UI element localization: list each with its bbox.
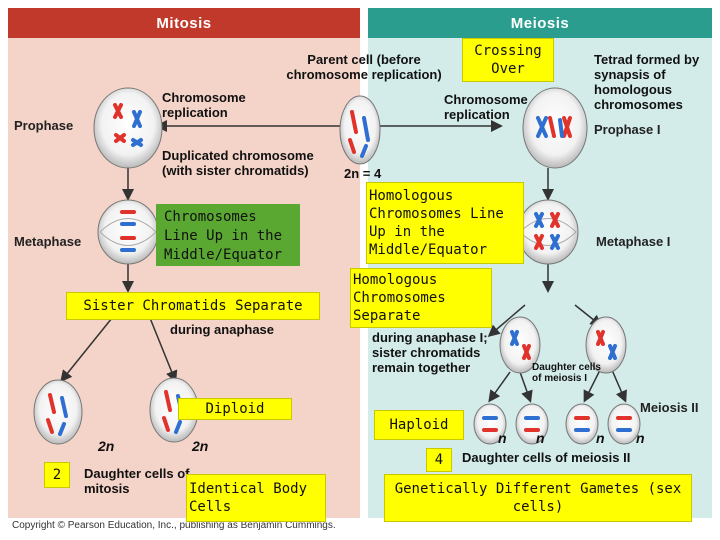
callout-homologous-line-up: Homologous Chromosomes Line Up in the Mi… [366, 182, 524, 264]
ploidy-daughter-1: 2n [98, 438, 115, 454]
parent-cell [339, 95, 381, 165]
during-anaphase-label: during anaphase [170, 322, 275, 337]
gamete-cell-3 [565, 403, 599, 445]
chromosome-replication-left-label: Chromosome replication [162, 90, 246, 120]
arrow-to-gamete-4 [611, 369, 627, 403]
arrow-to-daughter-1 [60, 317, 113, 383]
arrow-to-gamete-1 [488, 371, 511, 403]
stage-meiosis-ii: Meiosis II [640, 400, 699, 415]
tetrad-label: Tetrad formed by synapsis of homologous … [594, 52, 700, 112]
mitosis-prophase-cell [93, 87, 163, 169]
meiosis-i-daughter-cell-2 [585, 316, 627, 374]
copyright-notice: Copyright © Pearson Education, Inc., pub… [12, 520, 336, 531]
gamete-cell-2 [515, 403, 549, 445]
meiosis-i-daughter-cell-1 [499, 316, 541, 374]
meiosis-prophase-i-cell [522, 87, 588, 169]
meiosis-metaphase-i-cell [517, 199, 579, 265]
mitosis-daughter-cell-1 [33, 379, 83, 445]
ploidy-gamete-2: n [536, 430, 545, 446]
ploidy-parent-label: 2n = 4 [344, 166, 382, 181]
mitosis-metaphase-cell [97, 199, 159, 265]
parent-cell-label: Parent cell (before chromosome replicati… [286, 52, 442, 82]
callout-four: 4 [426, 448, 452, 472]
arrow-to-meiosis-i-cell-1 [487, 304, 526, 337]
ploidy-daughter-2: 2n [192, 438, 209, 454]
stage-prophase-i: Prophase I [594, 122, 661, 137]
meiosis-header: Meiosis [368, 8, 712, 38]
callout-haploid: Haploid [374, 410, 464, 440]
callout-diploid: Diploid [178, 398, 292, 420]
arrow-to-daughter-2 [149, 317, 178, 383]
gamete-cell-1 [473, 403, 507, 445]
anaphase-i-note-label: during anaphase I; sister chromatids rem… [372, 330, 488, 375]
daughter-cells-meiosis-i-label: Daughter cells of meiosis I [532, 362, 601, 384]
callout-two: 2 [44, 462, 70, 488]
callout-sister-chromatids-separate: Sister Chromatids Separate [66, 292, 320, 320]
callout-crossing-over: Crossing Over [462, 38, 554, 82]
ploidy-gamete-4: n [636, 430, 645, 446]
stage-metaphase-i: Metaphase I [596, 234, 671, 249]
callout-identical-body-cells: Identical Body Cells [186, 474, 326, 522]
daughter-cells-mitosis-label: Daughter cells of mitosis [84, 466, 190, 496]
daughter-cells-meiosis-ii-label: Daughter cells of meiosis II [462, 450, 631, 465]
arrow-to-gamete-2 [519, 371, 533, 403]
callout-genetically-different-gametes: Genetically Different Gametes (sex cells… [384, 474, 692, 522]
mitosis-daughter-cell-2 [149, 377, 199, 443]
arrow-to-gamete-3 [583, 369, 601, 403]
duplicated-chromosome-label: Duplicated chromosome (with sister chrom… [162, 148, 314, 178]
ploidy-gamete-1: n [498, 430, 507, 446]
stage-metaphase: Metaphase [14, 234, 82, 249]
gamete-cell-4 [607, 403, 641, 445]
ploidy-gamete-3: n [596, 430, 605, 446]
stage-prophase: Prophase [14, 118, 74, 133]
mitosis-header: Mitosis [8, 8, 360, 38]
chromosome-replication-right-label: Chromosome replication [444, 92, 528, 122]
callout-chromosomes-line-up: Chromosomes Line Up in the Middle/Equato… [156, 204, 300, 266]
callout-homologous-separate: Homologous Chromosomes Separate [350, 268, 492, 328]
